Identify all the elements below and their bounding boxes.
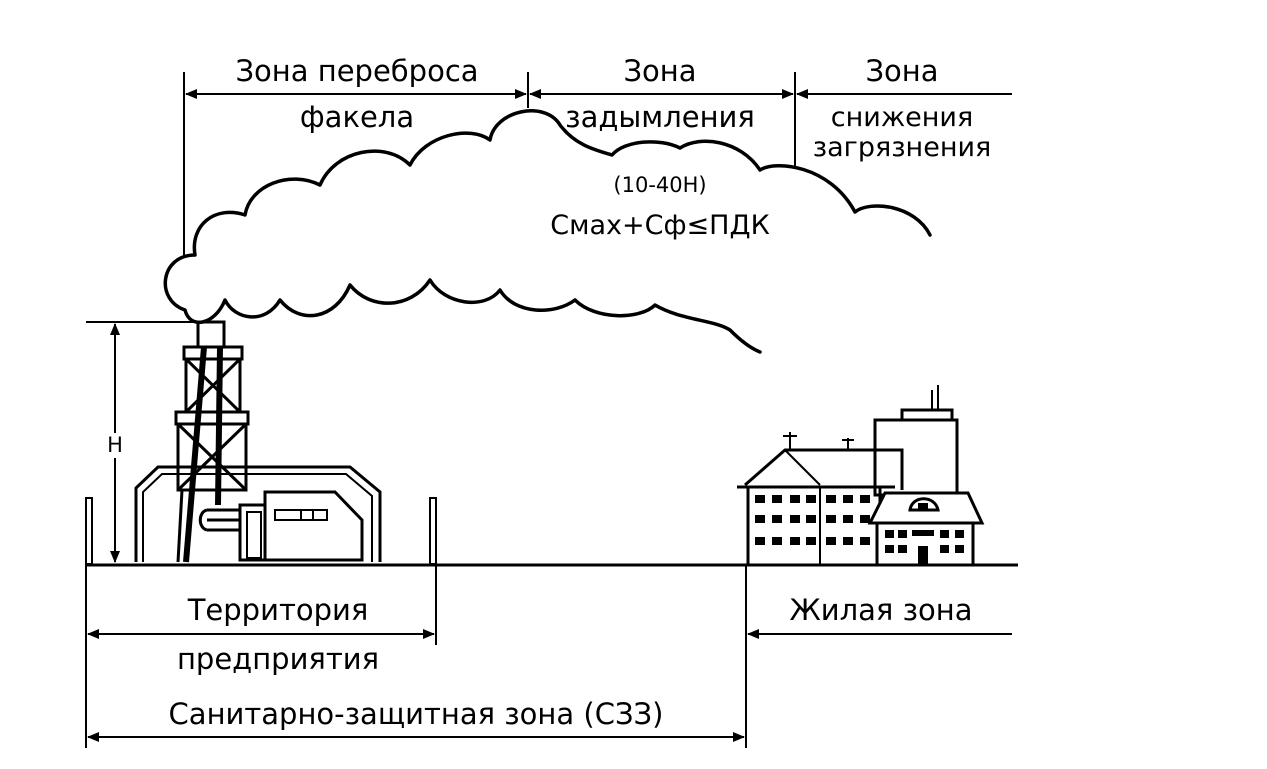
- building-windows: [755, 495, 964, 565]
- zone-flare-label-line2: факела: [299, 100, 415, 134]
- zone-smoke-label-line2: задымления: [565, 100, 755, 134]
- sanitary-zone-label: Санитарно-защитная зона (СЗЗ): [168, 697, 664, 731]
- zone-dimension-lines: [183, 72, 1012, 255]
- territory-label-line1: Территория: [187, 593, 369, 627]
- formula-label: Смах+Сф≤ПДК: [550, 210, 770, 241]
- territory-label-line2: предприятия: [176, 642, 380, 676]
- height-label: Н: [107, 433, 123, 458]
- smoke-cloud: [163, 109, 932, 354]
- factory: [134, 465, 382, 562]
- chimney-tower: [174, 320, 250, 563]
- zone-reduction-label-line1: Зона: [865, 54, 939, 88]
- fence-post-right: [429, 497, 437, 565]
- zone-reduction-label-line3: загрязнения: [812, 132, 992, 163]
- smoke-range-label: (10-40Н): [613, 173, 707, 197]
- residential-zone-label: Жилая зона: [789, 593, 973, 627]
- zone-reduction-label-line2: снижения: [830, 102, 974, 133]
- zone-smoke-label-line1: Зона: [623, 54, 697, 88]
- zone-flare-label-line1: Зона переброса: [235, 54, 479, 88]
- bottom-dimension-lines: [85, 565, 1012, 748]
- fence-post-left: [85, 497, 93, 565]
